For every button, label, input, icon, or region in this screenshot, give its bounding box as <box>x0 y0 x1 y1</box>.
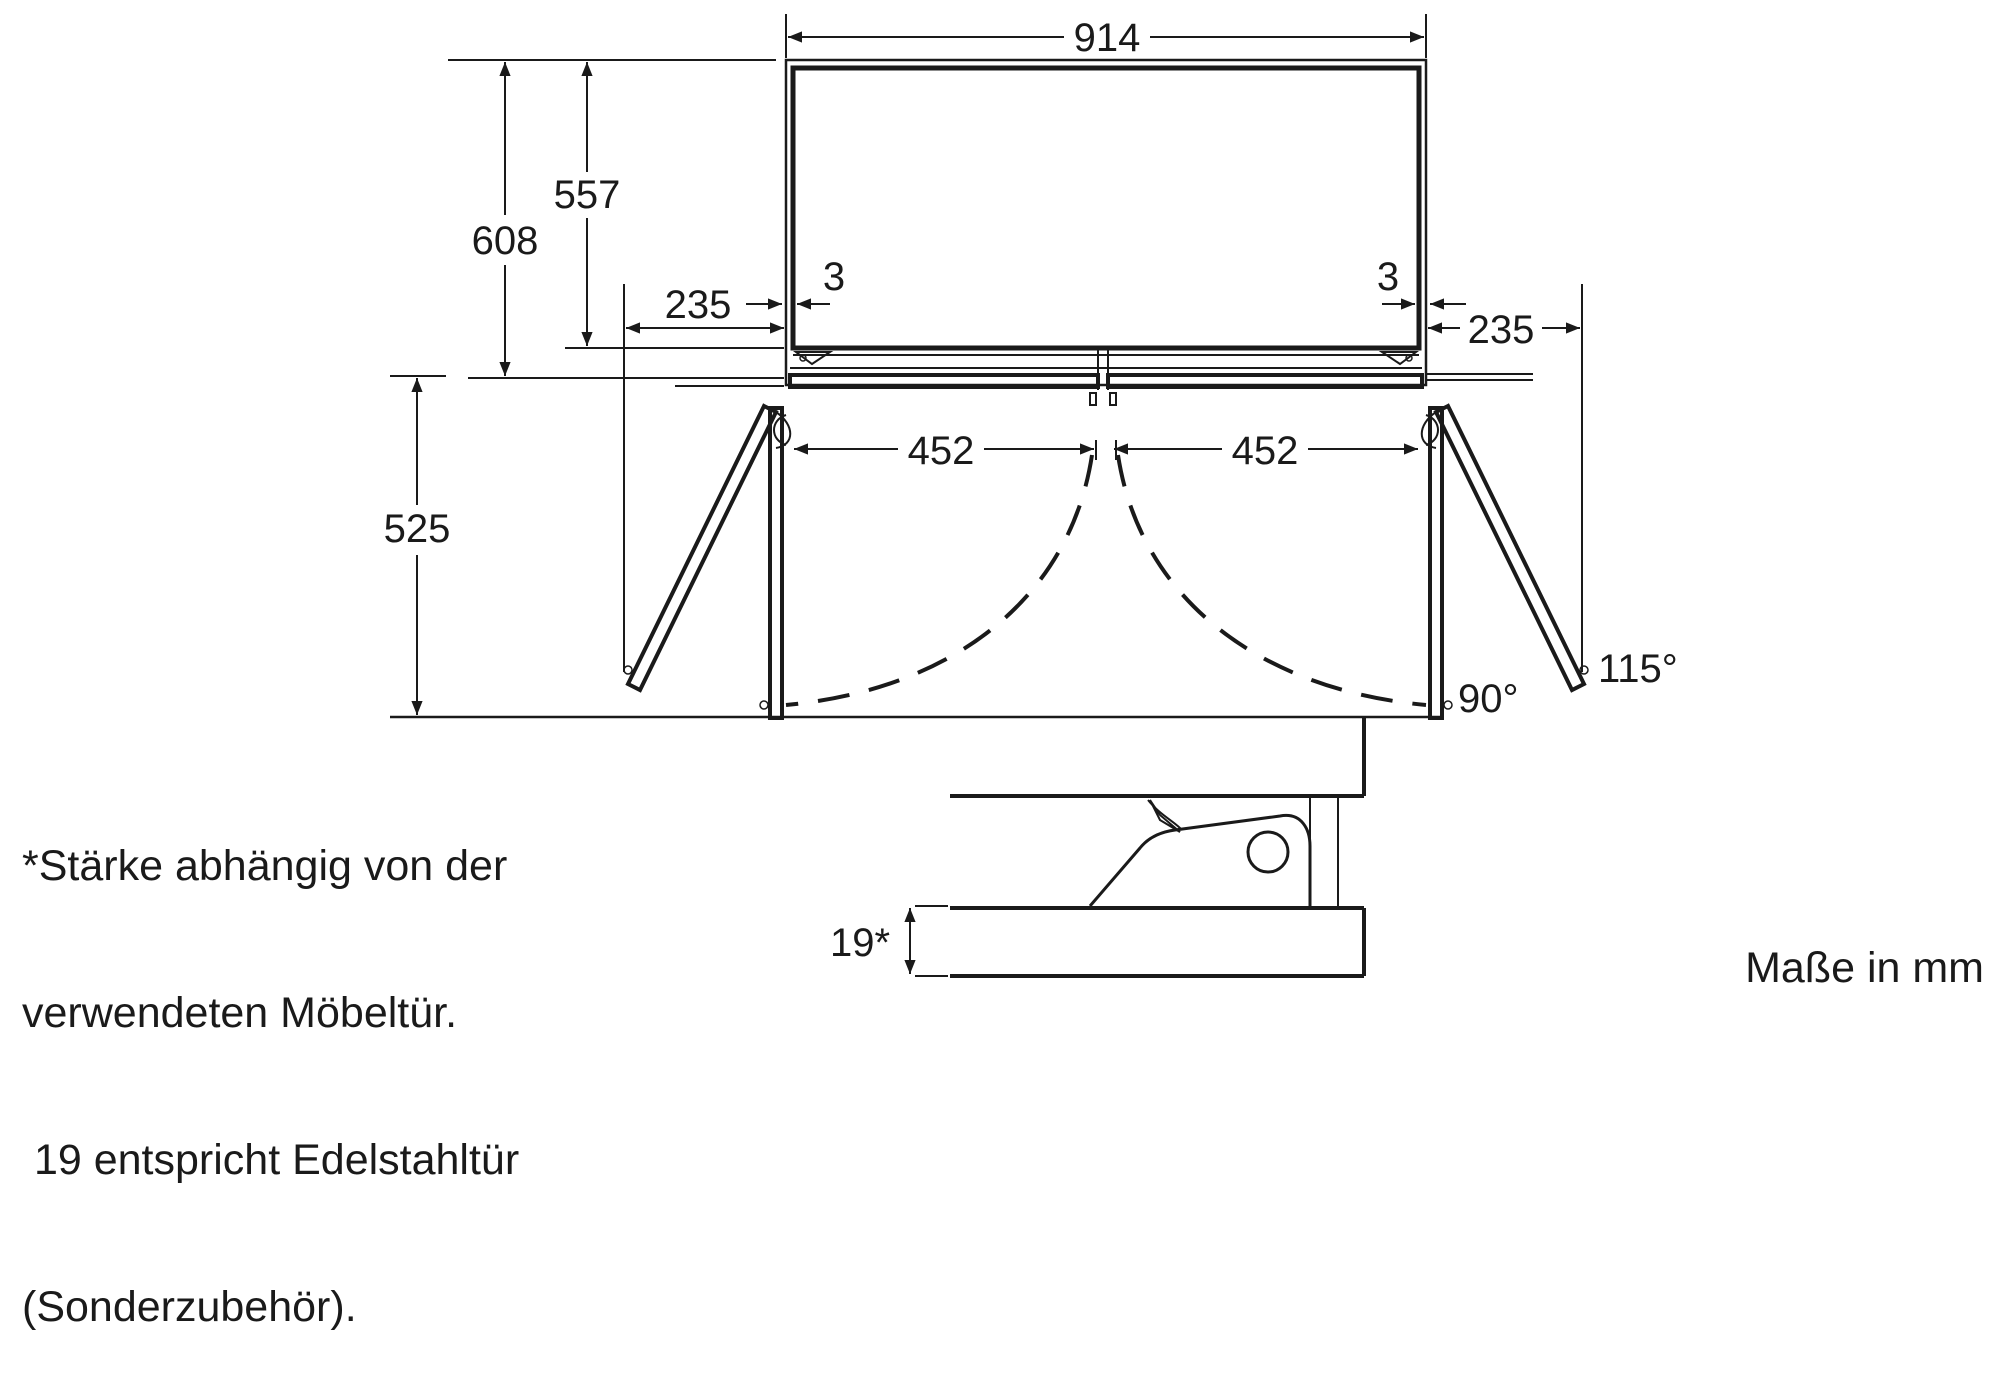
angle-115-label: 115° <box>1598 647 1678 691</box>
units-label: Maße in mm <box>1745 944 1984 992</box>
dim-3-right-label: 3 <box>1377 255 1399 299</box>
cabinet-inner <box>790 65 1422 351</box>
footnote-line-1: *Stärke abhängig von der <box>22 842 508 890</box>
closed-door-left <box>788 373 1100 389</box>
footnote-line-2: verwendeten Möbeltür. <box>22 989 458 1037</box>
door-open-90-right <box>1428 406 1444 720</box>
footnote-line-4: (Sonderzubehör). <box>22 1283 357 1331</box>
dim-557-label: 557 <box>554 173 621 217</box>
dim-235-right-label: 235 <box>1468 308 1535 352</box>
swing-arc-right <box>1116 454 1427 707</box>
door-open-115-right <box>1433 403 1587 693</box>
closed-door-right <box>1106 373 1424 389</box>
angle-90-label: 90° <box>1458 677 1519 721</box>
swing-arc-left <box>785 454 1094 707</box>
footnote: *Stärke abhängig von der verwendeten Möb… <box>22 744 519 1381</box>
cabinet-outer <box>784 58 1428 387</box>
dim-452-left-label: 452 <box>908 429 975 473</box>
hinge-arm <box>1088 813 1312 907</box>
dim-914-label: 914 <box>1074 16 1141 60</box>
dim-235-left-label: 235 <box>665 283 732 327</box>
footnote-line-3: 19 entspricht Edelstahltür <box>22 1136 520 1184</box>
dim-608-label: 608 <box>472 219 539 263</box>
dim-525-label: 525 <box>384 507 451 551</box>
fridge-door-clearance-diagram: 914 608 557 525 235 3 3 235 452 452 115°… <box>383 14 1678 978</box>
dim-3-left-label: 3 <box>823 255 845 299</box>
dim-452-right-label: 452 <box>1232 429 1299 473</box>
dim-19-label: 19* <box>830 921 890 965</box>
door-open-115-left <box>625 403 779 693</box>
door-open-90-left <box>768 406 784 720</box>
